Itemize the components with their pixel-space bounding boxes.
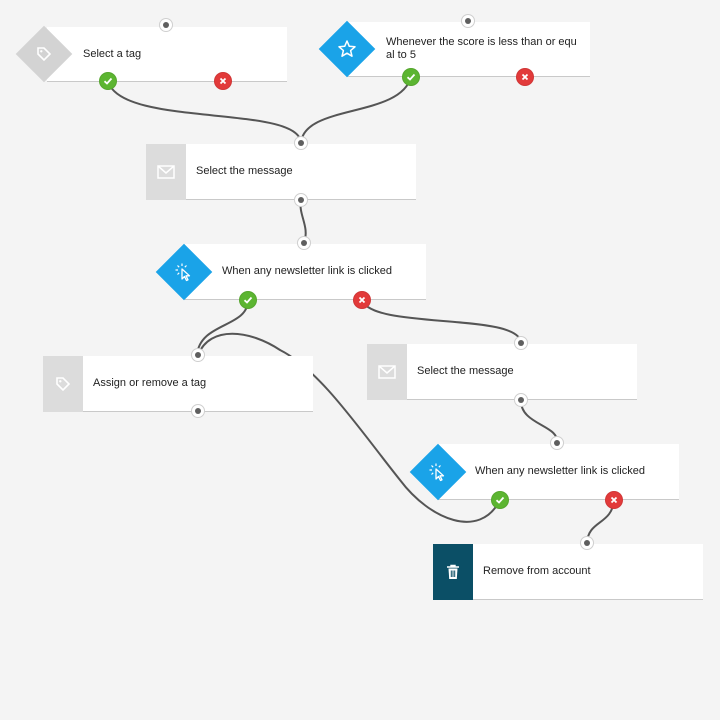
x-icon [521,73,529,81]
connector-score-to-message [300,76,412,144]
trigger-diamond[interactable] [15,25,73,83]
trigger-diamond[interactable] [155,243,213,301]
input-port[interactable] [294,136,308,150]
no-output[interactable] [605,491,623,509]
input-port[interactable] [461,14,475,28]
tag-icon [56,377,71,392]
x-icon [610,496,618,504]
connector-link2-yes-loop [197,332,501,523]
node-select-tag[interactable]: Select a tag [47,27,287,82]
check-icon [495,496,505,504]
node-label: Whenever the score is less than or equal… [386,36,577,61]
node-label: Select the message [196,165,293,177]
envelope-icon [378,365,396,379]
action-icon-box [43,356,83,412]
node-label: When any newsletter link is clicked [222,265,392,277]
trash-icon [447,564,459,579]
node-label: Select a tag [83,48,142,60]
node-label: Assign or remove a tag [93,377,207,389]
connector-select-tag-to-message [107,80,302,144]
node-link-clicked[interactable]: When any newsletter link is clicked [438,444,679,500]
input-port[interactable] [550,436,564,450]
yes-output[interactable] [491,491,509,509]
connector-link1-no-to-message2 [361,299,522,344]
yes-output[interactable] [99,72,117,90]
no-output[interactable] [353,291,371,309]
node-assign-tag[interactable]: Assign or remove a tag [43,356,313,412]
input-port[interactable] [191,348,205,362]
envelope-icon [157,165,175,179]
output-port[interactable] [191,404,205,418]
yes-output[interactable] [402,68,420,86]
node-label: Remove from account [483,565,591,577]
check-icon [103,77,113,85]
cursor-click-icon [175,263,191,282]
connector-link1-yes-to-assign [196,299,249,356]
input-port[interactable] [580,536,594,550]
star-icon [338,40,356,57]
cursor-click-icon [429,463,445,482]
x-icon [219,77,227,85]
input-port[interactable] [297,236,311,250]
check-icon [243,296,253,304]
trigger-diamond[interactable] [318,20,376,78]
node-select-message[interactable]: Select the message [367,344,637,400]
yes-output[interactable] [239,291,257,309]
x-icon [358,296,366,304]
action-icon-box [367,344,407,400]
node-select-message[interactable]: Select the message [146,144,416,200]
action-icon-box [146,144,186,200]
node-label: When any newsletter link is clicked [475,465,645,477]
input-port[interactable] [159,18,173,32]
node-label: Select the message [417,365,514,377]
tag-icon [37,47,52,62]
node-remove-account[interactable]: Remove from account [433,544,703,600]
trigger-diamond[interactable] [409,443,467,501]
node-link-clicked[interactable]: When any newsletter link is clicked [185,244,426,300]
check-icon [406,73,416,81]
output-port[interactable] [514,393,528,407]
no-output[interactable] [516,68,534,86]
node-score-trigger[interactable]: Whenever the score is less than or equal… [347,22,590,77]
input-port[interactable] [514,336,528,350]
no-output[interactable] [214,72,232,90]
action-icon-box [433,544,473,600]
output-port[interactable] [294,193,308,207]
